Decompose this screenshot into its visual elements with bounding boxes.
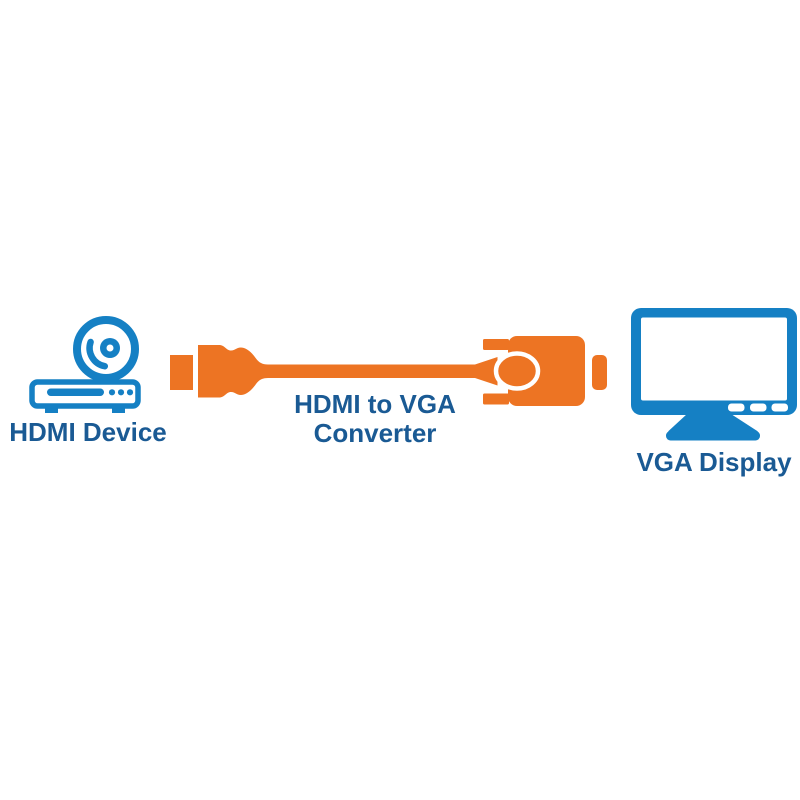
monitor-button [771,403,788,412]
monitor-stand [668,414,758,432]
vga-connector-icon [475,336,607,406]
monitor-screen [641,317,787,401]
hdmi-plug-icon [170,345,268,398]
cable-strain-relief [475,357,498,386]
vga-top-screw [483,339,509,350]
converter-label-line2: Converter [313,418,437,448]
hdmi-to-vga-converter-icon [170,336,607,406]
vga-display-label: VGA Display [636,447,792,477]
disc-icon [73,316,139,382]
vga-bottom-screw [483,393,509,405]
converter-label: HDMI to VGA Converter [275,390,475,448]
player-disc-tray [47,388,104,396]
hdmi-device-icon [29,316,141,413]
player-button [126,389,134,396]
monitor-button [750,403,767,412]
hdmi-device-label: HDMI Device [9,417,167,447]
monitor-button [728,403,745,412]
player-button [117,389,125,396]
disc-shine-arc [86,338,109,370]
vga-connector-end [592,355,607,390]
hdmi-plug-tip [170,355,193,390]
hdmi-plug-body [198,345,268,398]
monitor-base [666,431,760,441]
player-icon [29,379,141,413]
vga-thumbscrew-ring [493,351,541,391]
cable-line [265,364,475,378]
converter-label-line1: HDMI to VGA [294,389,456,419]
player-button [108,389,116,396]
vga-monitor-icon [631,308,797,441]
